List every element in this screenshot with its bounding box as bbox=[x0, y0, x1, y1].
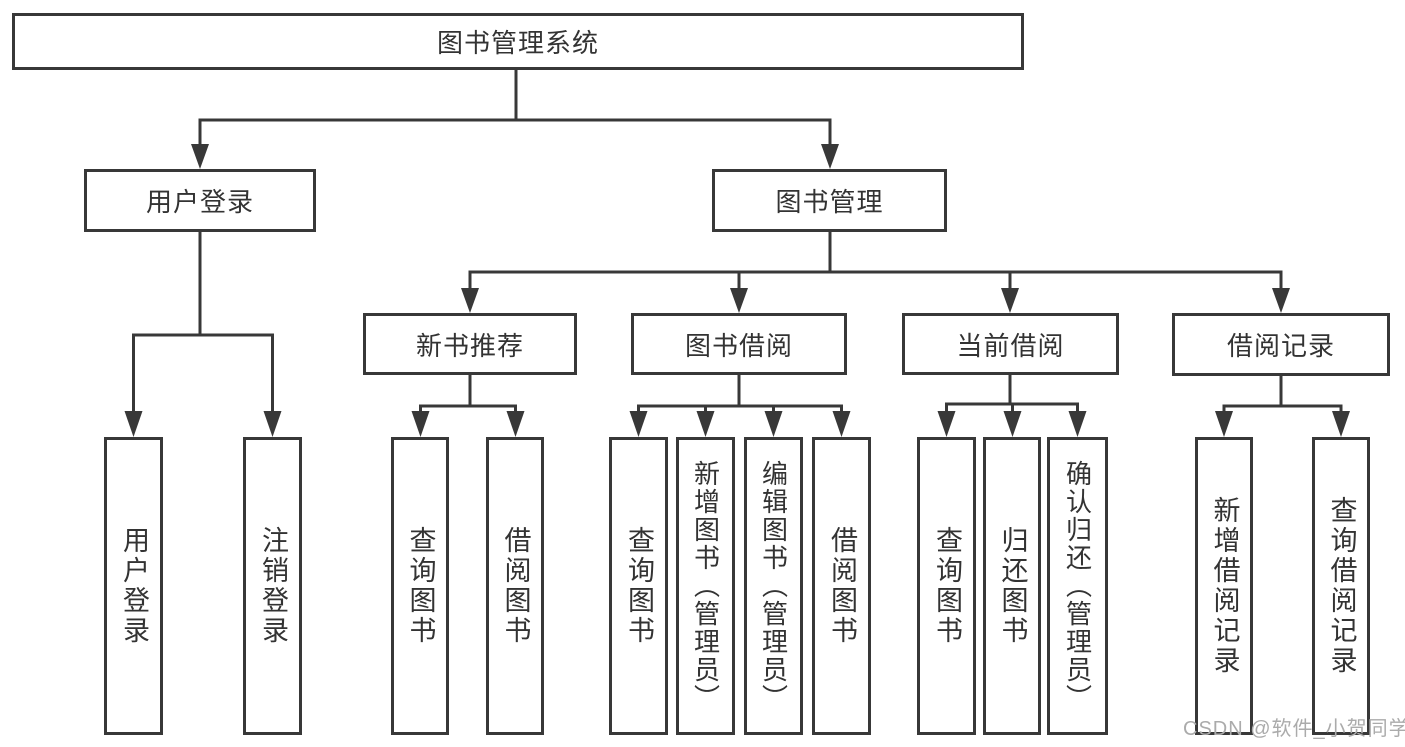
connector-new-book-to-leaves bbox=[411, 374, 525, 437]
leaf-query-books-borrow: 查询图书 bbox=[609, 437, 668, 735]
leaf-query-books-current: 查询图书 bbox=[917, 437, 976, 735]
leaf-label: 编辑图书（管理员） bbox=[758, 460, 789, 712]
node-borrow-record: 借阅记录 bbox=[1172, 313, 1390, 376]
leaf-edit-books-admin: 编辑图书（管理员） bbox=[744, 437, 803, 735]
leaf-label: 确认归还（管理员） bbox=[1062, 460, 1093, 712]
leaf-label: 借阅图书 bbox=[500, 526, 531, 646]
leaf-logout: 注销登录 bbox=[243, 437, 302, 735]
leaf-user-login: 用户登录 bbox=[104, 437, 163, 735]
connector-book-borrow-to-leaves bbox=[629, 374, 851, 437]
leaf-label: 查询图书 bbox=[624, 526, 654, 646]
node-label: 用户登录 bbox=[145, 187, 254, 217]
leaf-label: 查询借阅记录 bbox=[1326, 496, 1357, 676]
node-label: 图书管理系统 bbox=[436, 28, 599, 58]
leaf-return-books: 归还图书 bbox=[983, 437, 1041, 735]
node-label: 图书借阅 bbox=[684, 330, 793, 361]
leaf-label: 查询图书 bbox=[405, 526, 436, 646]
watermark: CSDN @软件_小贺同学 bbox=[1183, 718, 1405, 740]
leaf-label: 归还图书 bbox=[997, 526, 1028, 646]
connector-borrow-record-to-leaves bbox=[1215, 374, 1350, 437]
leaf-label: 新增借阅记录 bbox=[1209, 496, 1240, 676]
leaf-label: 用户登录 bbox=[119, 526, 149, 646]
leaf-query-books-recommend: 查询图书 bbox=[391, 437, 449, 735]
leaf-label: 借阅图书 bbox=[827, 526, 857, 646]
connector-current-borrow-to-leaves bbox=[937, 374, 1087, 437]
node-current-borrow: 当前借阅 bbox=[902, 313, 1119, 375]
node-label: 当前借阅 bbox=[956, 330, 1065, 361]
leaf-label: 查询图书 bbox=[932, 526, 962, 646]
leaf-borrow-books-recommend: 借阅图书 bbox=[486, 437, 544, 735]
node-label: 新书推荐 bbox=[415, 330, 524, 361]
node-new-book-recommend: 新书推荐 bbox=[363, 313, 577, 375]
node-label: 借阅记录 bbox=[1226, 331, 1335, 361]
leaf-label: 新增图书（管理员） bbox=[690, 460, 721, 712]
leaf-add-books-admin: 新增图书（管理员） bbox=[676, 437, 735, 735]
leaf-add-borrow-record: 新增借阅记录 bbox=[1195, 437, 1253, 735]
node-user-login: 用户登录 bbox=[84, 169, 316, 232]
leaf-borrow-books: 借阅图书 bbox=[812, 437, 871, 735]
connector-root-to-level2 bbox=[191, 69, 839, 169]
connector-book-mgmt-to-level3 bbox=[461, 231, 1290, 313]
leaf-confirm-return-admin: 确认归还（管理员） bbox=[1047, 437, 1108, 735]
leaf-query-borrow-record: 查询借阅记录 bbox=[1312, 437, 1370, 735]
node-book-borrow: 图书借阅 bbox=[631, 313, 847, 375]
node-book-management: 图书管理 bbox=[712, 169, 947, 232]
node-label: 图书管理 bbox=[775, 187, 884, 217]
connector-user-login-to-leaves bbox=[124, 231, 282, 437]
node-root-library-system: 图书管理系统 bbox=[12, 13, 1024, 70]
leaf-label: 注销登录 bbox=[258, 526, 288, 646]
